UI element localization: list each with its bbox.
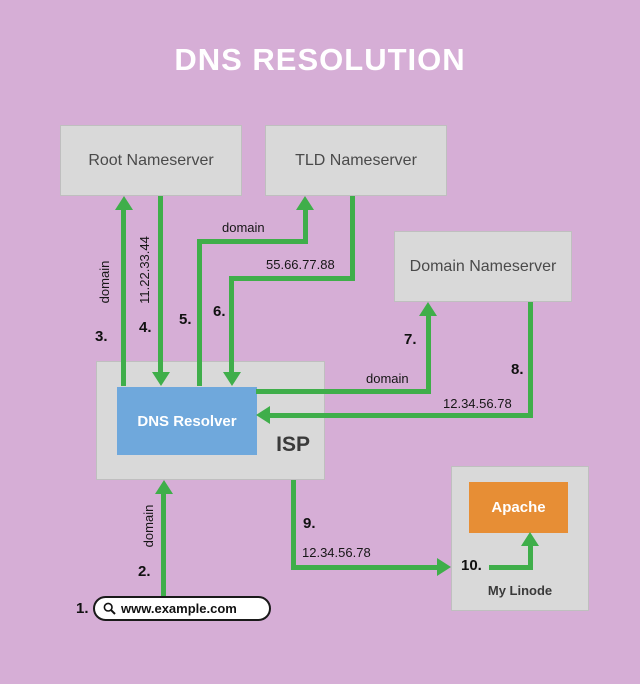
arrow-line	[291, 565, 438, 570]
node-dns-resolver: DNS Resolver	[117, 387, 257, 455]
arrow-line	[489, 565, 533, 570]
step-3-number: 3.	[95, 328, 108, 345]
arrow-line	[229, 276, 355, 281]
step-7-label: domain	[366, 371, 409, 386]
tld-nameserver-label: TLD Nameserver	[295, 151, 417, 169]
step-8-number: 8.	[511, 361, 524, 378]
step-5-number: 5.	[179, 311, 192, 328]
step-7-number: 7.	[404, 331, 417, 348]
arrow-line	[269, 413, 533, 418]
arrow-up-icon	[419, 302, 437, 316]
dns-resolver-label: DNS Resolver	[137, 412, 237, 430]
step-8-label: 12.34.56.78	[443, 396, 512, 411]
arrow-up-icon	[521, 532, 539, 546]
arrow-line	[121, 209, 126, 386]
arrow-line	[528, 302, 533, 418]
arrow-down-icon	[223, 372, 241, 386]
arrow-line	[528, 545, 533, 570]
arrow-down-icon	[152, 372, 170, 386]
diagram-title: DNS RESOLUTION	[174, 42, 466, 77]
root-nameserver-label: Root Nameserver	[88, 151, 214, 169]
arrow-line	[197, 239, 202, 386]
isp-label: ISP	[276, 433, 310, 456]
query-search-box: www.example.com	[93, 596, 271, 621]
apache-label: Apache	[491, 499, 546, 516]
arrow-line	[197, 239, 308, 244]
arrow-line	[350, 196, 355, 281]
arrow-right-icon	[437, 558, 451, 576]
node-domain-nameserver: Domain Nameserver	[394, 231, 572, 302]
query-url: www.example.com	[121, 601, 237, 616]
arrow-line	[291, 480, 296, 570]
node-tld-nameserver: TLD Nameserver	[265, 125, 447, 196]
step-9-number: 9.	[303, 515, 316, 532]
step-2-number: 2.	[138, 563, 151, 580]
step-9-label: 12.34.56.78	[302, 545, 371, 560]
arrow-up-icon	[155, 480, 173, 494]
step-6-number: 6.	[213, 303, 226, 320]
step-3-label: domain	[97, 260, 112, 304]
arrow-line	[256, 389, 431, 394]
arrow-line	[161, 493, 166, 597]
arrow-up-icon	[296, 196, 314, 210]
step-2-label: domain	[141, 504, 156, 548]
arrow-line	[426, 314, 431, 394]
step-4-number: 4.	[139, 319, 152, 336]
domain-nameserver-label: Domain Nameserver	[409, 257, 557, 275]
arrow-left-icon	[256, 406, 270, 424]
arrow-line	[303, 209, 308, 244]
arrow-line	[229, 276, 234, 373]
node-my-linode: Apache My Linode	[451, 466, 589, 611]
step-10-number: 10.	[461, 557, 482, 574]
node-apache: Apache	[469, 482, 568, 533]
step-5-label: domain	[222, 220, 265, 235]
arrow-line	[158, 196, 163, 373]
node-root-nameserver: Root Nameserver	[60, 125, 242, 196]
step-1-number: 1.	[76, 600, 89, 617]
step-4-label: 11.22.33.44	[137, 236, 152, 304]
node-isp: DNS Resolver ISP	[96, 361, 325, 480]
arrow-up-icon	[115, 196, 133, 210]
magnifier-icon	[103, 602, 116, 615]
my-linode-label: My Linode	[487, 583, 553, 598]
step-6-label: 55.66.77.88	[266, 257, 335, 272]
